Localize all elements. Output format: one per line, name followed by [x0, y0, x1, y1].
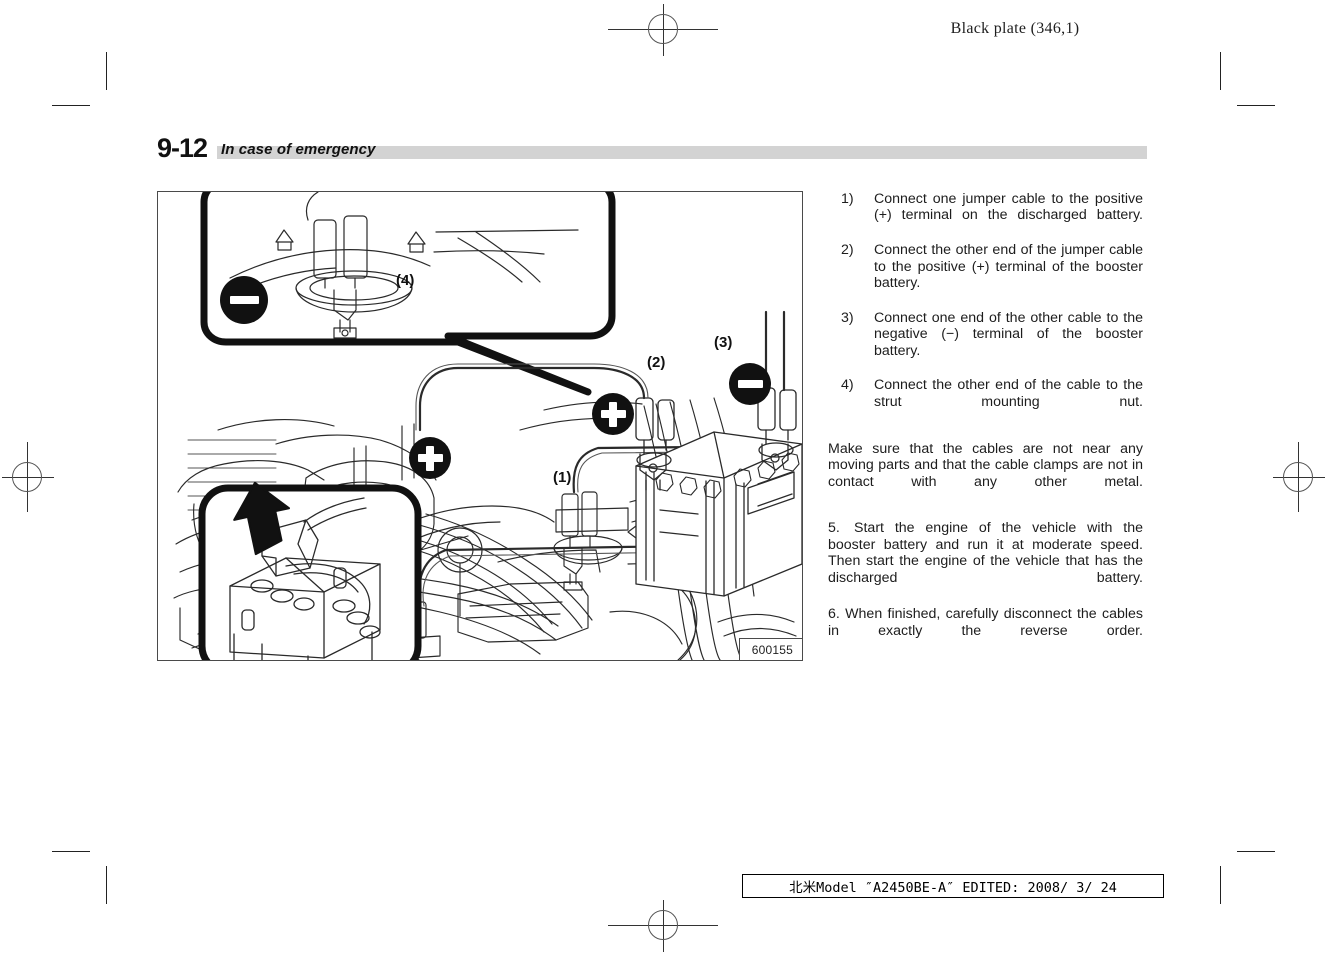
registration-mark-top: [608, 4, 718, 56]
crop-mark-top-right-vertical: [1220, 52, 1221, 90]
figure-label-1: (1): [553, 469, 571, 486]
registration-mark-bottom: [608, 900, 718, 952]
callout-balloon-strut-nut: [200, 192, 616, 396]
figure-label-4: (4): [396, 272, 414, 289]
instruction-text-column: 1) Connect one jumper cable to the posit…: [828, 191, 1143, 656]
step-5-paragraph: 5. Start the engine of the vehicle with …: [828, 520, 1143, 586]
step-text: Connect the other end of the cable to th…: [874, 377, 1143, 410]
crop-mark-top-left-vertical: [106, 52, 107, 90]
positive-terminal-badge-vehicle: [409, 437, 451, 479]
section-title: In case of emergency: [221, 141, 376, 158]
list-item: 2) Connect the other end of the jumper c…: [828, 242, 1143, 308]
step-marker: 4): [841, 377, 854, 394]
negative-terminal-badge-booster: [729, 363, 771, 405]
registration-mark-left: [2, 442, 54, 512]
figure-id: 600155: [738, 638, 802, 660]
page-number: 9-12: [157, 133, 208, 163]
crop-mark-top-left-horizontal: [52, 105, 90, 106]
step-text: Connect the other end of the jumper cabl…: [874, 242, 1143, 292]
black-plate-label: Black plate (346,1): [950, 20, 1080, 37]
list-item: 4) Connect the other end of the cable to…: [828, 377, 1143, 426]
positive-terminal-badge-booster: [592, 393, 634, 435]
engine-bay-illustration: (1) (2) (3) (4): [173, 192, 802, 660]
step-text: Connect one end of the other cable to th…: [874, 309, 1143, 359]
step-marker: 3): [841, 309, 854, 326]
crop-mark-bottom-left-horizontal: [52, 851, 90, 852]
step-6-paragraph: 6. When finished, carefully disconnect t…: [828, 606, 1143, 639]
step-marker: 1): [841, 191, 854, 207]
step-text: Connect one jumper cable to the positive…: [874, 191, 1143, 224]
figure-label-3: (3): [714, 334, 732, 351]
booster-battery: [415, 310, 802, 597]
jump-start-figure: (1) (2) (3) (4) 600155: [157, 191, 803, 661]
registration-mark-right: [1273, 442, 1325, 512]
safety-paragraph: Make sure that the cables are not near a…: [828, 440, 1143, 490]
crop-mark-bottom-left-vertical: [106, 866, 107, 904]
page-header: 9-12 In case of emergency: [157, 133, 1147, 163]
crop-mark-top-right-horizontal: [1237, 105, 1275, 106]
lift-arrow-icon: [233, 481, 290, 556]
crop-mark-bottom-right-horizontal: [1237, 851, 1275, 852]
negative-terminal-badge-strut: [220, 276, 268, 324]
callout-balloon-terminal-cover: [198, 481, 422, 660]
edition-stamp: 北米Model ″A2450BE-A″ EDITED: 2008/ 3/ 24: [742, 874, 1164, 898]
list-item: 1) Connect one jumper cable to the posit…: [828, 191, 1143, 240]
crop-mark-bottom-right-vertical: [1220, 866, 1221, 904]
header-rule-bar: [217, 146, 1147, 159]
numbered-steps-list: 1) Connect one jumper cable to the posit…: [828, 191, 1143, 427]
list-item: 3) Connect one end of the other cable to…: [828, 310, 1143, 376]
step-marker: 2): [841, 242, 854, 259]
figure-label-2: (2): [647, 354, 665, 371]
